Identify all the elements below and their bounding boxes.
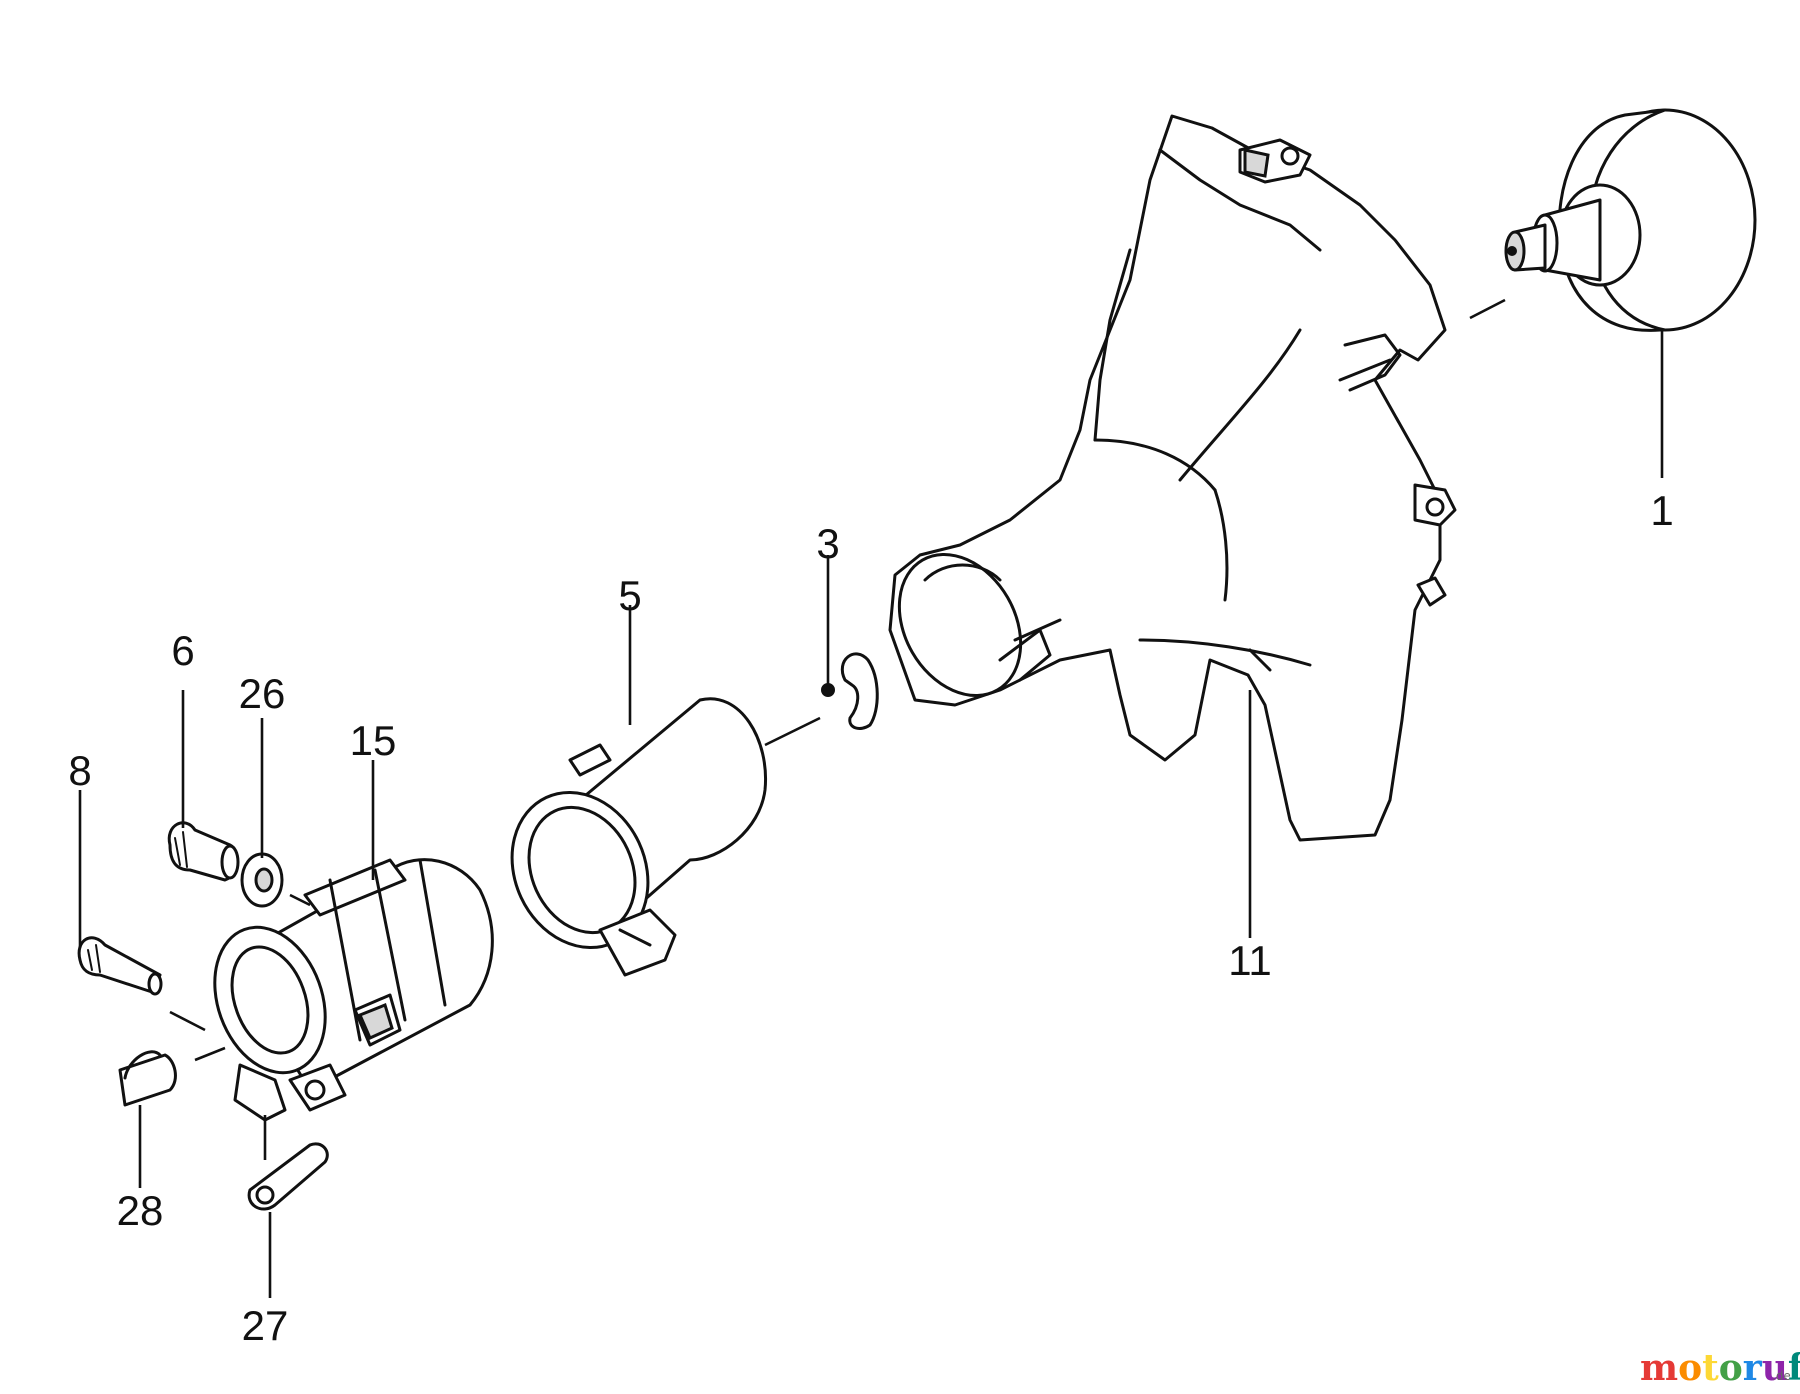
- part-6-bolt: [167, 821, 240, 882]
- part-28-key: [118, 1050, 177, 1107]
- leader-26-axis: [289, 893, 311, 907]
- watermark: motoruf .de: [1640, 1347, 1800, 1389]
- leader-28-axis: [194, 1046, 226, 1062]
- leader-3-axis: [764, 716, 821, 747]
- watermark-suffix: .de: [1772, 1369, 1791, 1383]
- callout-28: 28: [117, 1187, 164, 1234]
- part-26-washer: [240, 852, 284, 908]
- part-3-snap-ring: [821, 652, 879, 730]
- leader-8-axis: [169, 1010, 206, 1032]
- callout-8: 8: [68, 747, 91, 794]
- callout-6: 6: [171, 627, 194, 674]
- callout-11: 11: [1228, 937, 1272, 984]
- part-27-tab-washer: [247, 1142, 329, 1211]
- leader-lines: [78, 298, 1664, 1298]
- callout-15: 15: [350, 717, 397, 764]
- leader-1-axis: [1469, 298, 1506, 320]
- part-1-clutch-drum: [1504, 108, 1757, 332]
- callout-5: 5: [618, 572, 641, 619]
- part-15-handle-bracket: [213, 858, 494, 1122]
- watermark-logo: motoruf: [1640, 1347, 1800, 1389]
- part-11-gear-housing: [888, 114, 1457, 842]
- callout-3: 3: [816, 520, 839, 567]
- callout-27: 27: [242, 1302, 289, 1349]
- part-5-clamp-sleeve: [510, 697, 768, 977]
- part-8-screw: [77, 936, 163, 996]
- callout-1: 1: [1650, 487, 1673, 534]
- callouts: 1 3 5 6 8 11 15 26 27 28: [68, 487, 1673, 1349]
- callout-26: 26: [239, 670, 286, 717]
